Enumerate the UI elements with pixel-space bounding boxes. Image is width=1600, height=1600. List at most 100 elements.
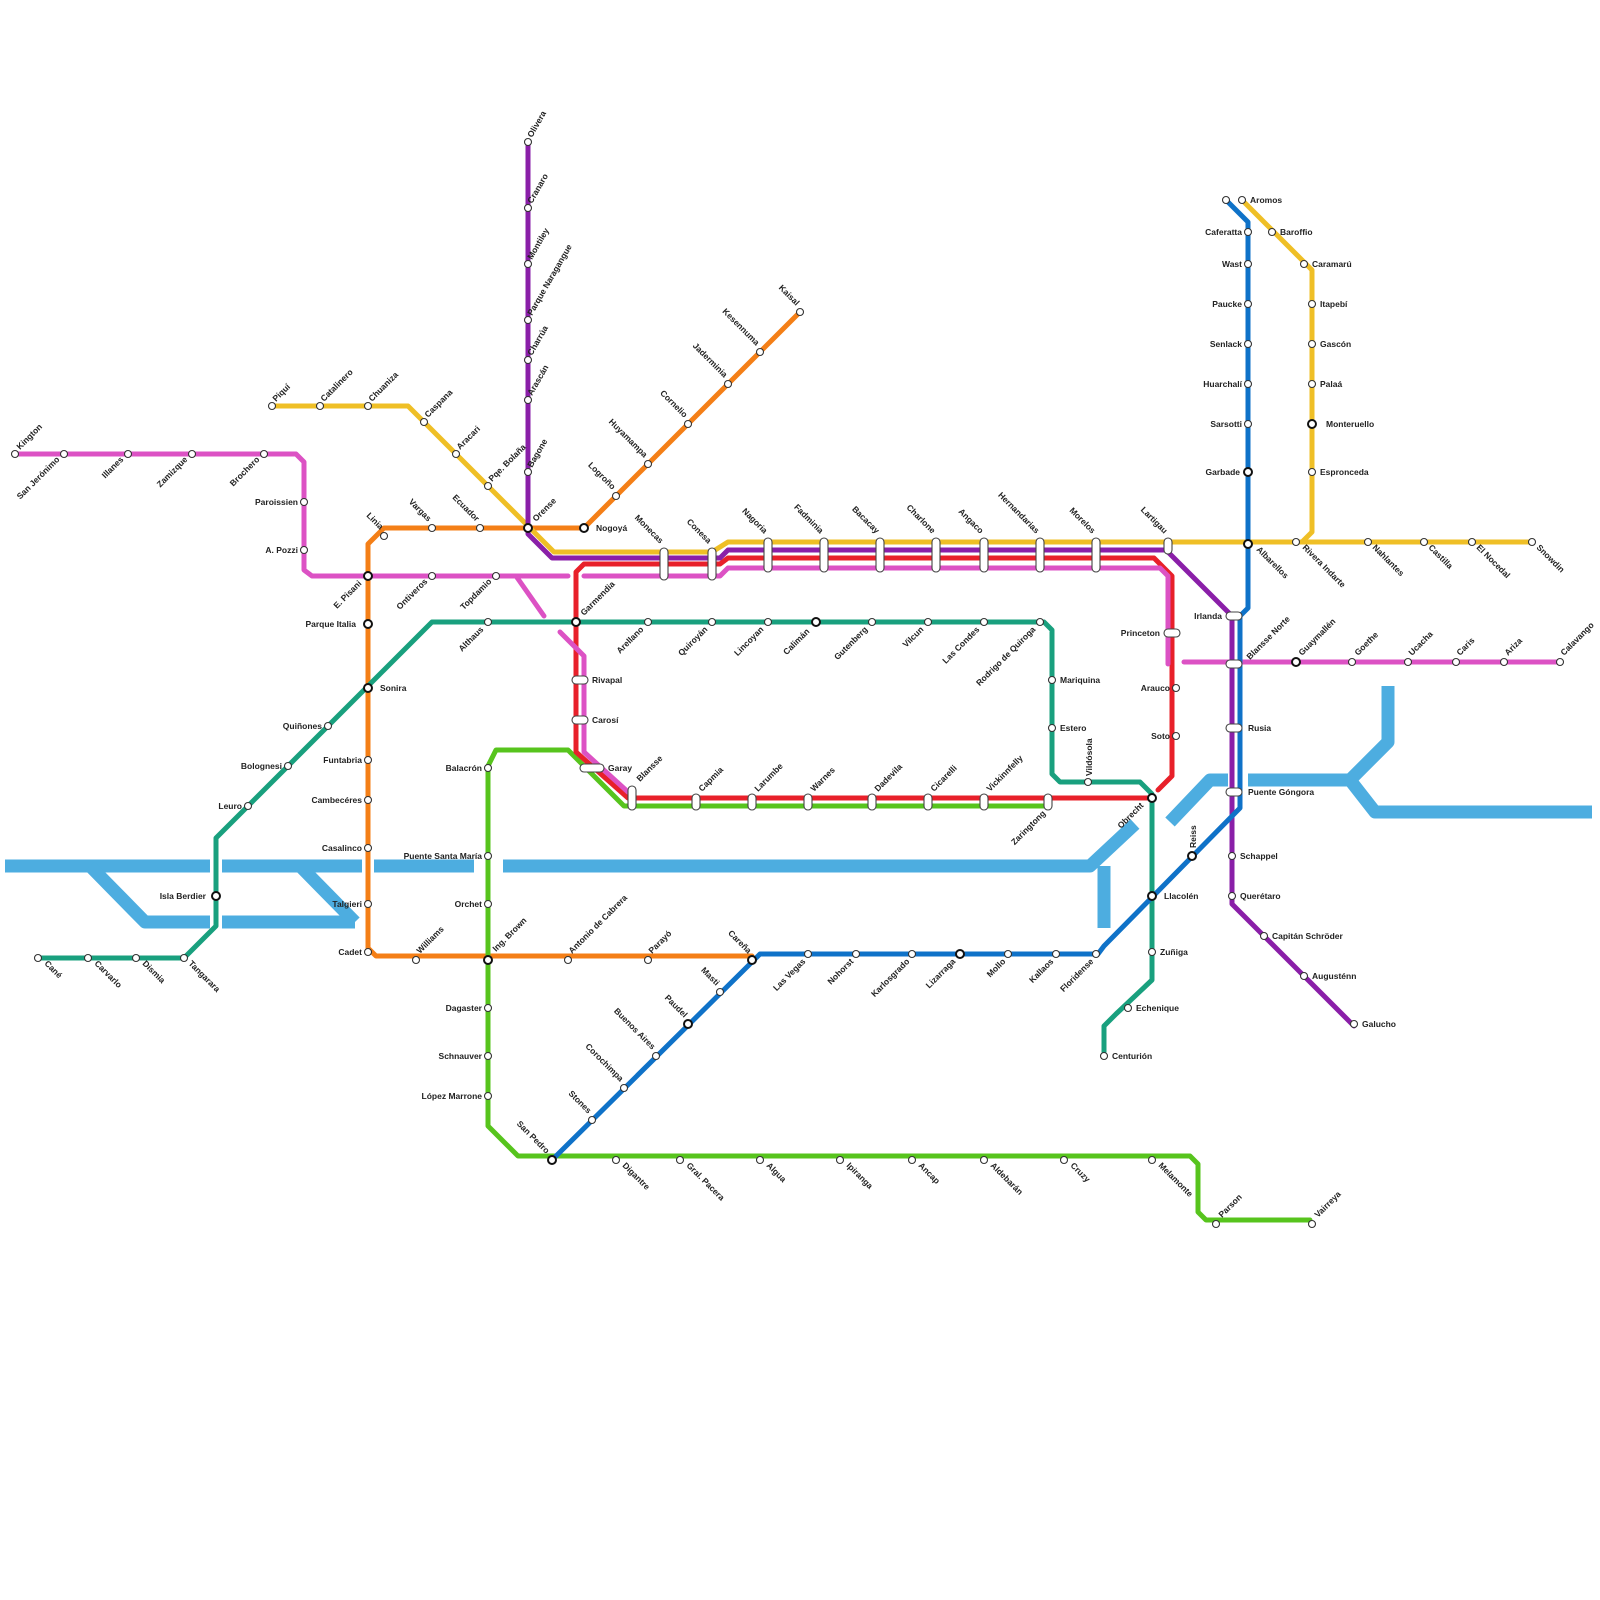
station-label-baroffio[interactable]: Baroffio: [1280, 227, 1313, 237]
station-marker[interactable]: [1243, 379, 1253, 389]
station-label-catalinero[interactable]: Catalinero: [318, 367, 354, 403]
station-marker[interactable]: [1171, 731, 1181, 741]
station-label-sarsotti[interactable]: Sarsotti: [1210, 419, 1242, 429]
station-label-parayo[interactable]: Parayó: [646, 928, 673, 955]
station-marker[interactable]: [1307, 1219, 1317, 1229]
station-label-paudel[interactable]: Paudel: [663, 993, 690, 1020]
station-label-bolognesi[interactable]: Bolognesi: [241, 761, 282, 771]
station-marker[interactable]: [323, 721, 333, 731]
station-marker[interactable]: [867, 617, 877, 627]
station-marker[interactable]: [651, 1051, 661, 1061]
station-marker[interactable]: [1291, 537, 1301, 547]
station-label-pqe-bolana[interactable]: Pqe. Bolaña: [486, 442, 528, 484]
station-label-goethe[interactable]: Goethe: [1352, 629, 1380, 657]
station-label-piqui[interactable]: Piquí: [270, 381, 292, 403]
station-label-melamonte[interactable]: Melamonte: [1157, 1160, 1196, 1199]
station-marker[interactable]: [763, 617, 773, 627]
station-marker[interactable]: [363, 571, 373, 581]
station-label-parque-italia[interactable]: Parque Italia: [305, 619, 356, 629]
station-label-espronceda[interactable]: Espronceda: [1320, 467, 1369, 477]
station-marker[interactable]: [747, 955, 757, 965]
station-label-echenique[interactable]: Echenique: [1136, 1003, 1179, 1013]
station-label-corochimpa[interactable]: Corochimpa: [584, 1041, 626, 1083]
station-marker[interactable]: [523, 203, 533, 213]
station-marker[interactable]: [643, 459, 653, 469]
station-label-gascon[interactable]: Gascón: [1320, 339, 1351, 349]
station-marker[interactable]: [363, 755, 373, 765]
station-label-cruzy[interactable]: Cruzy: [1069, 1160, 1093, 1184]
station-marker[interactable]: [83, 953, 93, 963]
station-marker[interactable]: [1467, 537, 1477, 547]
station-label-dadevila[interactable]: Dadevila: [872, 761, 904, 793]
station-label-caferatta[interactable]: Caferatta: [1205, 227, 1242, 237]
station-label-olivera[interactable]: Olivera: [525, 109, 548, 139]
station-label-cambeceres[interactable]: Cambecéres: [311, 795, 362, 805]
station-marker[interactable]: [1299, 259, 1309, 269]
station-label-ipiranga[interactable]: Ipiranga: [845, 1160, 876, 1191]
station-label-zamizque[interactable]: Zamizque: [155, 454, 190, 489]
station-marker[interactable]: [955, 949, 965, 959]
station-marker[interactable]: [363, 899, 373, 909]
station-marker[interactable]: [1059, 1155, 1069, 1165]
station-label-antonio-de-cabrera[interactable]: Antonio de Cabrera: [566, 892, 629, 955]
station-label-caris[interactable]: Caris: [1454, 635, 1476, 657]
station-label-kaisal[interactable]: Kaisal: [777, 283, 802, 308]
station-label-lartigau[interactable]: Lartigau: [1139, 505, 1170, 536]
station-marker[interactable]: [131, 953, 141, 963]
station-label-lizarraga[interactable]: Lizarraga: [924, 956, 958, 990]
station-label-sonira[interactable]: Sonira: [380, 683, 407, 693]
station-marker[interactable]: [1349, 1019, 1359, 1029]
station-marker[interactable]: [1243, 227, 1253, 237]
station-label-kington[interactable]: Kington: [14, 422, 44, 452]
station-marker[interactable]: [1347, 657, 1357, 667]
station-label-warnes[interactable]: Warnes: [808, 765, 837, 794]
station-marker[interactable]: [1227, 891, 1237, 901]
station-marker[interactable]: [1083, 777, 1093, 787]
station-marker[interactable]: [483, 1003, 493, 1013]
station-label-ariza[interactable]: Ariza: [1502, 635, 1524, 657]
station-marker[interactable]: [611, 491, 621, 501]
station-label-hernandarias[interactable]: Hernandarias: [996, 490, 1042, 536]
station-label-morelos[interactable]: Morelos: [1068, 505, 1098, 535]
station-marker[interactable]: [1091, 949, 1101, 959]
station-marker[interactable]: [643, 617, 653, 627]
station-marker[interactable]: [1227, 851, 1237, 861]
station-label-ancap[interactable]: Ancap: [917, 1160, 942, 1185]
station-marker[interactable]: [283, 761, 293, 771]
station-marker[interactable]: [10, 449, 20, 459]
station-marker[interactable]: [1555, 657, 1565, 667]
station-label-rusia[interactable]: Rusia: [1248, 723, 1271, 733]
station-marker[interactable]: [1243, 259, 1253, 269]
station-marker[interactable]: [299, 545, 309, 555]
station-label-algua[interactable]: Algua: [765, 1160, 789, 1184]
station-label-carvarlo[interactable]: Carvarlo: [93, 958, 124, 989]
station-marker[interactable]: [1147, 947, 1157, 957]
station-label-llacolen[interactable]: Llacolén: [1164, 891, 1198, 901]
station-marker[interactable]: [483, 617, 493, 627]
station-marker[interactable]: [523, 355, 533, 365]
station-marker[interactable]: [451, 449, 461, 459]
station-marker[interactable]: [1307, 299, 1317, 309]
station-label-blansse[interactable]: Blansse: [634, 753, 664, 783]
station-label-calavango[interactable]: Calavango: [1558, 620, 1595, 657]
station-label-capmia[interactable]: Capmia: [696, 764, 725, 793]
station-label-huyamampa[interactable]: Huyamampa: [607, 417, 650, 460]
station-label-wast[interactable]: Wast: [1222, 259, 1242, 269]
station-marker[interactable]: [1211, 1219, 1221, 1229]
station-label-a-pozzi[interactable]: A. Pozzi: [265, 545, 298, 555]
station-marker[interactable]: [1221, 195, 1231, 205]
station-label-vilcun[interactable]: Vilcun: [900, 624, 925, 649]
station-marker[interactable]: [1307, 379, 1317, 389]
station-marker[interactable]: [523, 523, 533, 533]
station-label-aromos[interactable]: Aromos: [1250, 195, 1282, 205]
station-label-garay[interactable]: Garay: [608, 763, 632, 773]
station-label-carena[interactable]: Careña: [726, 928, 754, 956]
station-label-zuniga[interactable]: Zuñiga: [1160, 947, 1188, 957]
station-label-dagaster[interactable]: Dagaster: [446, 1003, 483, 1013]
station-label-estero[interactable]: Estero: [1060, 723, 1086, 733]
station-label-huarchali[interactable]: Huarchalí: [1203, 379, 1242, 389]
station-label-paucke[interactable]: Paucke: [1212, 299, 1242, 309]
station-label-parson[interactable]: Parson: [1216, 1192, 1243, 1219]
station-marker[interactable]: [483, 851, 493, 861]
station-label-rodrigo-de-quiroga[interactable]: Rodrigo de Quiroga: [974, 624, 1038, 688]
